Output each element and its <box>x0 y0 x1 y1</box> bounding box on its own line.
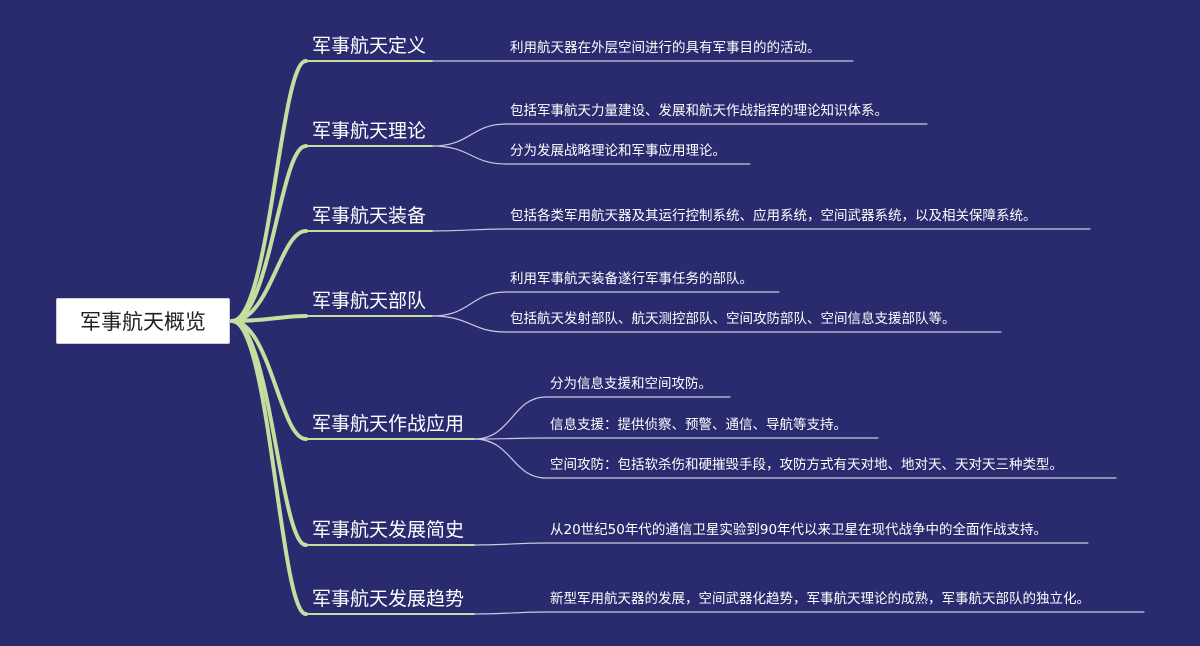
branch-connector <box>230 59 308 323</box>
leaf-connector <box>473 437 547 440</box>
leaf-label[interactable]: 包括航天发射部队、航天测控部队、空间攻防部队、空间信息支援部队等。 <box>510 311 956 327</box>
leaf-connector <box>473 438 547 479</box>
root-node-label: 军事航天概览 <box>80 310 206 334</box>
branch-label[interactable]: 军事航天作战应用 <box>312 413 465 435</box>
leaf-label[interactable]: 包括各类军用航天器及其运行控制系统、应用系统，空间武器系统，以及相关保障系统。 <box>510 208 1037 224</box>
leaf-label[interactable]: 利用军事航天装备遂行军事任务的部队。 <box>510 271 753 287</box>
root-node[interactable]: 军事航天概览 <box>56 298 230 344</box>
leaf-label[interactable]: 分为发展战略理论和军事应用理论。 <box>510 143 726 159</box>
branch-label[interactable]: 军事航天装备 <box>312 205 427 227</box>
leaf-connector <box>431 145 507 165</box>
leaf-connector <box>431 315 507 333</box>
leaf-label[interactable]: 信息支援：提供侦察、预警、通信、导航等支持。 <box>550 417 847 433</box>
branch-connector <box>230 319 308 616</box>
leaf-label[interactable]: 分为信息支援和空间攻防。 <box>550 376 712 392</box>
leaf-label[interactable]: 空间攻防：包括软杀伤和硬摧毁手段，攻防方式有天对地、地对天、天对天三种类型。 <box>550 457 1063 473</box>
branch-label[interactable]: 军事航天理论 <box>312 120 427 142</box>
branch-connector <box>230 314 308 323</box>
branch-label[interactable]: 军事航天部队 <box>312 290 427 312</box>
leaf-connector <box>431 291 507 317</box>
branch-connector <box>230 229 308 323</box>
branch-label[interactable]: 军事航天发展简史 <box>312 519 465 541</box>
leaf-label[interactable]: 从20世纪50年代的通信卫星实验到90年代以来卫星在现代战争中的全面作战支持。 <box>550 522 1048 538</box>
branch-connector <box>230 319 308 441</box>
leaf-label[interactable]: 利用航天器在外层空间进行的具有军事目的的活动。 <box>510 40 821 56</box>
branch-label[interactable]: 军事航天定义 <box>312 35 427 57</box>
leaf-connector <box>473 396 547 440</box>
leaf-connector <box>431 123 507 147</box>
leaf-connector <box>431 228 507 232</box>
branch-label[interactable]: 军事航天发展趋势 <box>312 588 465 610</box>
leaf-label[interactable]: 新型军用航天器的发展，空间武器化趋势，军事航天理论的成熟，军事航天部队的独立化。 <box>550 591 1090 607</box>
branch-connector <box>230 144 308 323</box>
leaf-connector <box>473 611 547 615</box>
leaf-label[interactable]: 包括军事航天力量建设、发展和航天作战指挥的理论知识体系。 <box>510 103 888 119</box>
leaf-connector <box>473 542 547 546</box>
